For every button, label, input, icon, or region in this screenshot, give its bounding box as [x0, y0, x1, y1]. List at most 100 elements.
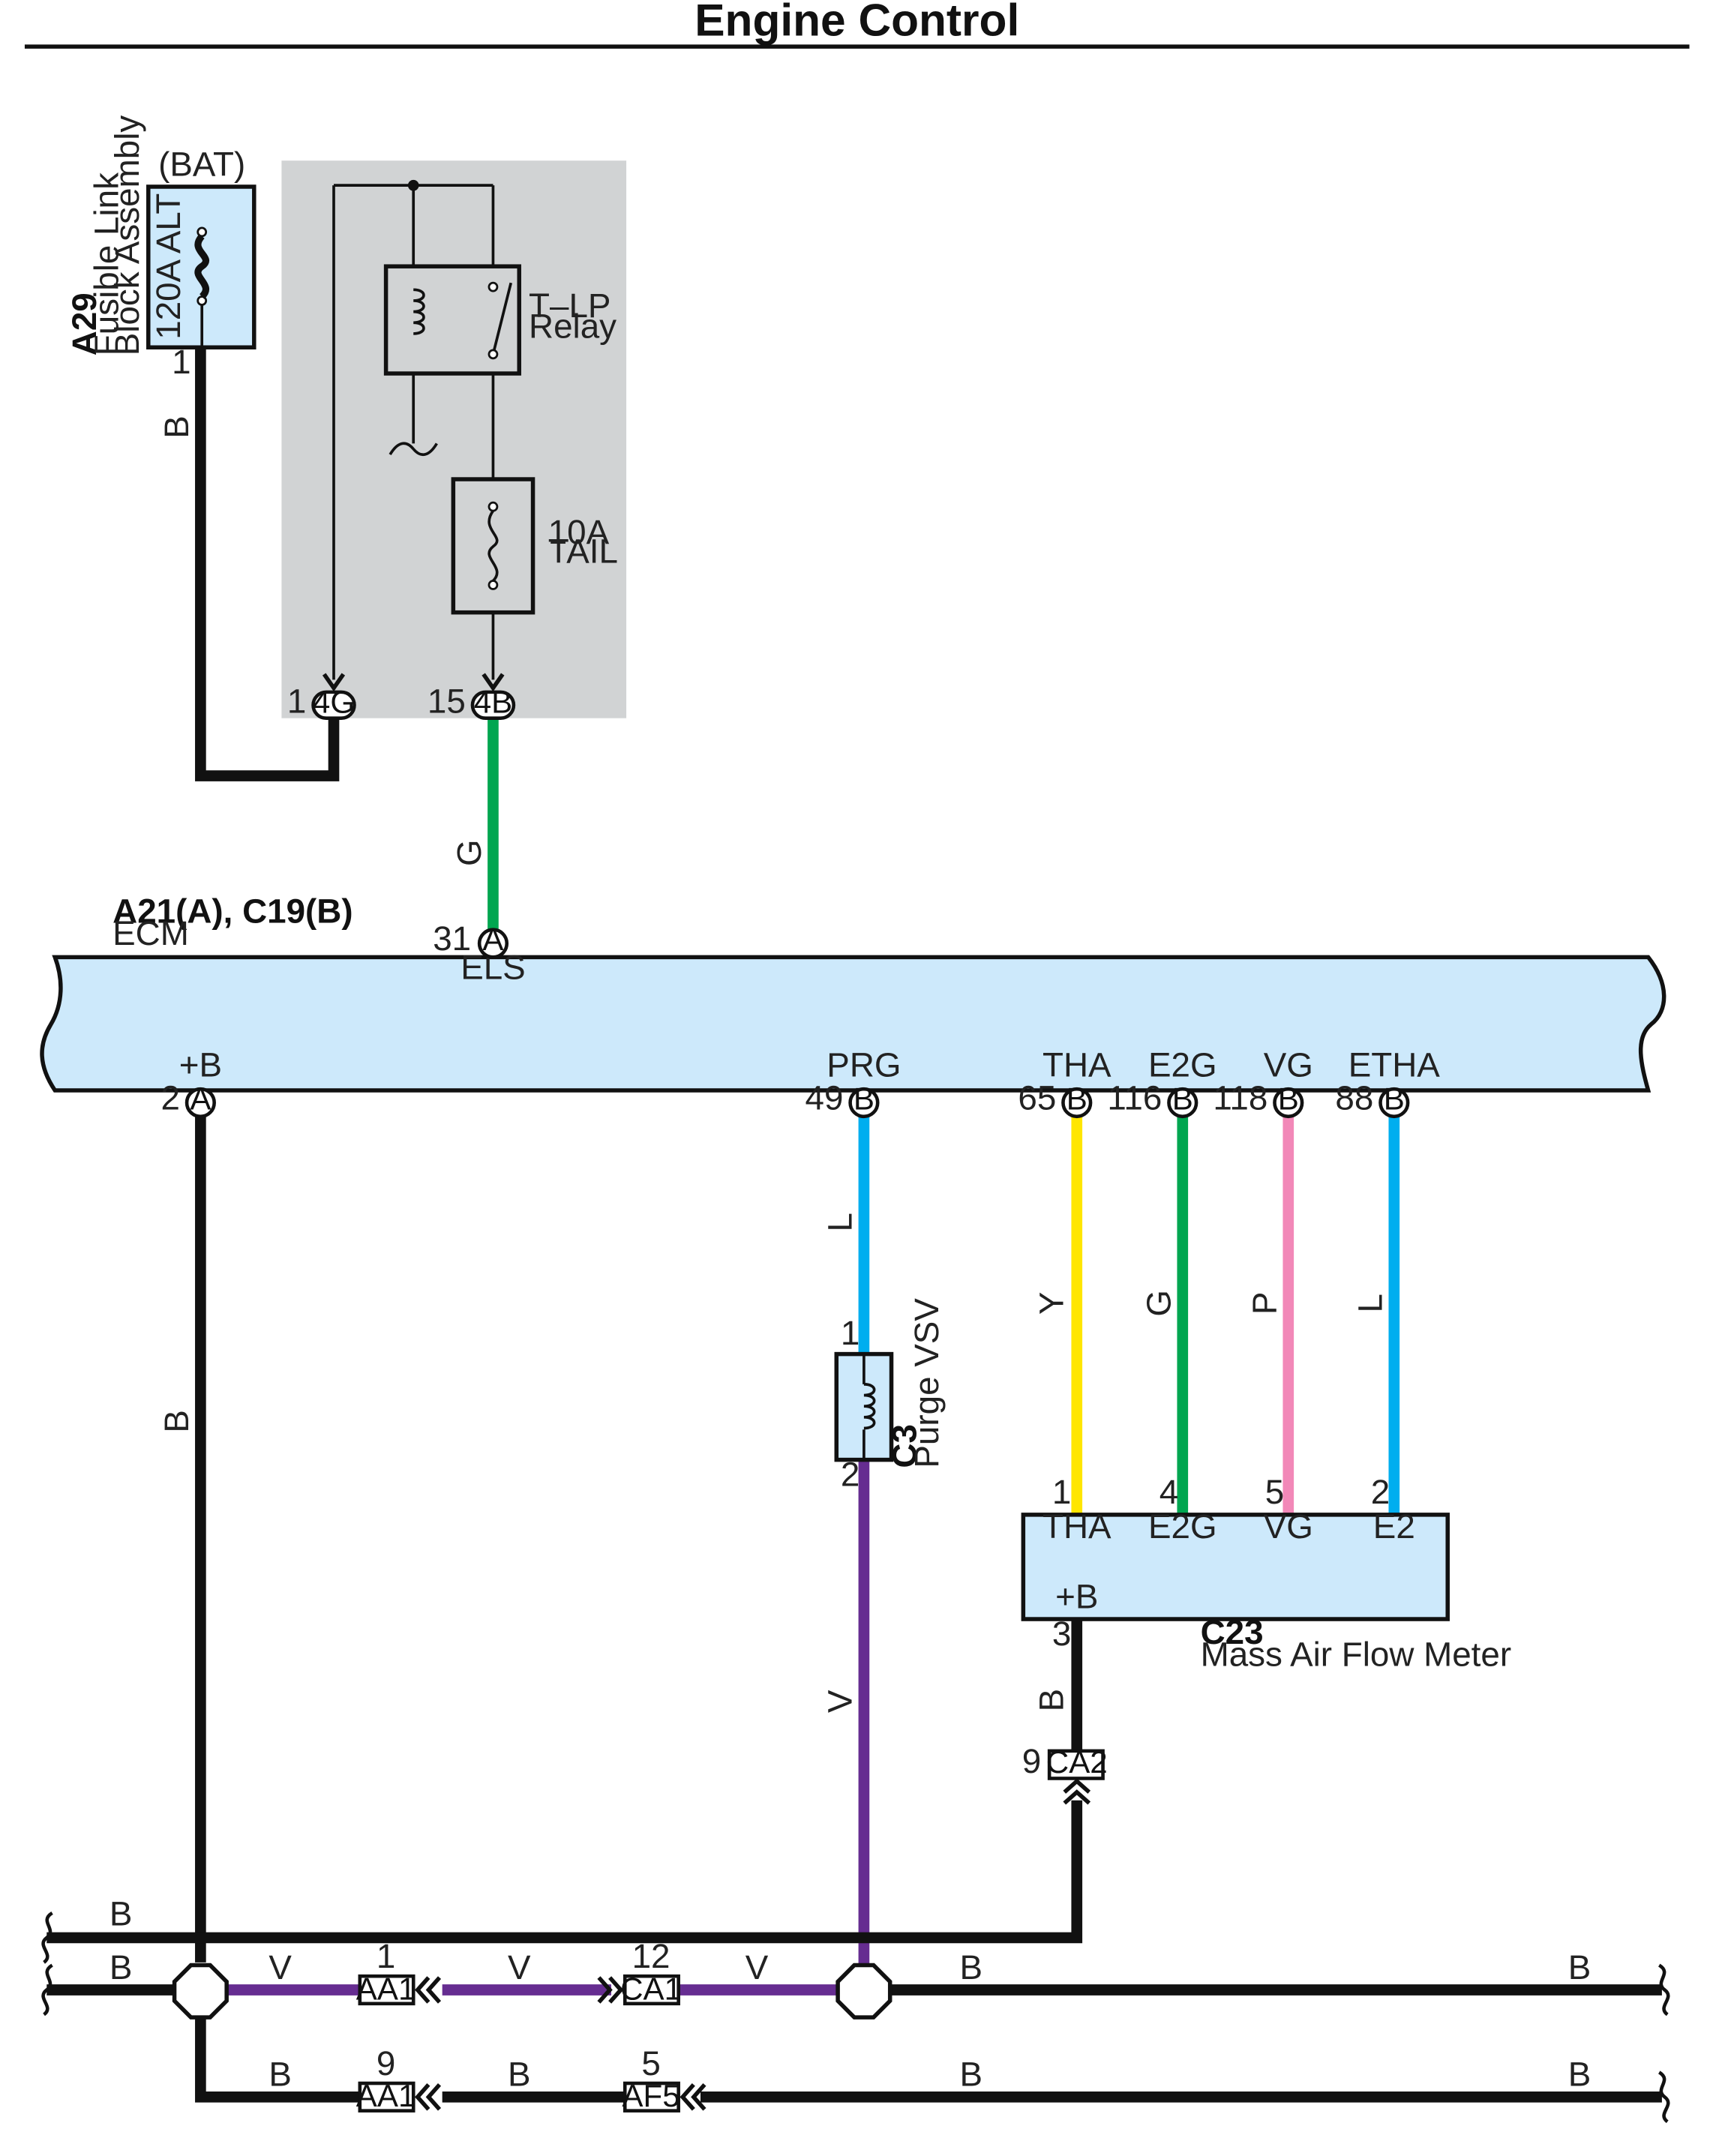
ecm-terminal-e2g: E2G	[1148, 1046, 1217, 1084]
connector-ca1: CA1 12	[597, 1937, 682, 2006]
maf-pin-vg: 5	[1265, 1473, 1284, 1511]
connector-pin: 12	[632, 1937, 670, 1975]
solenoid-coil-icon	[863, 1383, 876, 1430]
purge-vsv	[834, 1351, 894, 1462]
splice-point-left	[172, 1963, 229, 2020]
chevron-right-icon	[597, 1976, 624, 2004]
ecm-pin-number: 116	[1107, 1079, 1162, 1117]
chevron-left-icon	[680, 2083, 706, 2111]
purge-vsv-pin2: 2	[841, 1455, 860, 1493]
wire-label-etha: L	[1351, 1294, 1389, 1312]
fusible-link-name-1: Fusible Link	[87, 172, 125, 355]
break-mark-icon	[1658, 2071, 1670, 2124]
maf-terminal-e2g: E2G	[1148, 1507, 1217, 1546]
relay-coil-icon	[413, 288, 425, 335]
ecm-terminal-etha: ETHA	[1348, 1046, 1441, 1084]
wire-label-tha: Y	[1032, 1292, 1070, 1315]
wire-label-violet-1: V	[268, 1948, 292, 1987]
connector-pin: 9	[376, 2044, 395, 2083]
ecm-pin-number: 31	[433, 919, 471, 958]
svg-text:AF5: AF5	[622, 2078, 680, 2113]
purge-vsv-id: C3	[885, 1424, 923, 1468]
ecm-terminal-prg: PRG	[826, 1046, 901, 1084]
fusible-link-pin: 1	[172, 343, 190, 381]
maf-id: C23	[1201, 1613, 1264, 1651]
svg-text:B: B	[1278, 1081, 1299, 1117]
ecm-pin-prg: B 49	[806, 1079, 880, 1119]
wire-label-prg: L	[820, 1213, 859, 1231]
purge-vsv-pin1: 1	[841, 1314, 860, 1352]
arrow-down-icon	[322, 673, 346, 692]
break-mark-icon	[41, 1911, 53, 1964]
fuse-element-icon	[488, 510, 499, 582]
wire-label-vg: P	[1245, 1292, 1283, 1315]
ecm-pin-tha: B 65	[1018, 1079, 1093, 1119]
wire-break-marks	[41, 1911, 1670, 2124]
ecm-pin-number: 49	[806, 1079, 844, 1117]
maf-pin-e2g: 4	[1160, 1473, 1178, 1511]
wire-label-e2g: G	[1139, 1290, 1178, 1317]
wire-label-violet-3: V	[746, 1948, 769, 1987]
chevron-left-icon	[415, 2083, 442, 2111]
wire-label-els: G	[450, 839, 488, 866]
svg-text:B: B	[1384, 1081, 1405, 1117]
ecm-terminal-vg: VG	[1264, 1046, 1313, 1084]
break-mark-icon	[1658, 1963, 1670, 2017]
ecm-terminal-tha: THA	[1042, 1046, 1112, 1084]
purge-vsv-name: Purge VSV	[908, 1298, 946, 1468]
arrow-down-icon	[482, 673, 505, 692]
thick-wires	[46, 347, 1662, 2103]
wire-label-ground-bottom-4: B	[1568, 2056, 1592, 2094]
wire-label-ground-mid-right-1: B	[959, 1948, 982, 1987]
junction-block-shading	[281, 160, 627, 718]
ecm-pin-els: A 31	[433, 919, 509, 959]
connector-ca2: CA2 9	[1022, 1742, 1108, 1805]
fusible-link-supply: (BAT)	[158, 145, 245, 183]
maf-terminal-tha: THA	[1042, 1507, 1112, 1546]
svg-text:4B: 4B	[474, 684, 513, 719]
junction-pin-number: 15	[428, 682, 466, 720]
break-mark-icon	[41, 1963, 53, 2017]
tail-fuse-rating: 10A	[548, 513, 610, 551]
ground-tilde-icon	[388, 442, 438, 456]
connector-pin: 9	[1022, 1742, 1041, 1780]
wire-bat-to-4g	[195, 347, 340, 781]
tail-fuse	[451, 477, 536, 615]
connector-pin: 5	[641, 2044, 660, 2083]
svg-text:B: B	[1172, 1081, 1193, 1117]
fusible-link-block	[146, 184, 256, 349]
ecm-body	[40, 955, 1666, 1093]
ecm-pin-number: 2	[160, 1079, 179, 1117]
fusible-link-id: A29	[65, 292, 104, 355]
junction-pin-number: 1	[287, 682, 306, 720]
svg-text:B: B	[1066, 1081, 1088, 1117]
ecm-pin-number: 65	[1018, 1079, 1056, 1117]
wire-ground-bottom-left	[195, 2014, 360, 2103]
wire-label-maf-plusb: B	[1032, 1689, 1070, 1712]
ecm-terminal-plusb: +B	[179, 1046, 222, 1084]
wire-label-violet-2: V	[508, 1948, 531, 1987]
wire-label-ground-top: B	[110, 1894, 133, 1933]
maf-body	[1021, 1513, 1450, 1621]
wire-ground-top	[46, 1800, 1083, 1944]
svg-text:CA2: CA2	[1046, 1744, 1108, 1780]
chevron-left-icon	[415, 1976, 442, 2004]
maf-terminal-vg: VG	[1264, 1507, 1313, 1546]
relay-name-line2: Relay	[529, 307, 616, 345]
ecm-pin-etha: B 88	[1335, 1079, 1410, 1119]
ecm-pin-number: 88	[1335, 1079, 1373, 1117]
chevron-up-icon	[1063, 1778, 1091, 1805]
wire-label-bat: B	[158, 415, 196, 439]
svg-text:B: B	[854, 1081, 874, 1117]
maf-terminal-plusb: +B	[1055, 1577, 1098, 1615]
t-lp-relay	[383, 264, 521, 456]
wire-label-ground-mid-right-2: B	[1568, 1948, 1592, 1987]
relay-name-line1: T–LP	[529, 286, 610, 325]
wire-junction-dot	[407, 179, 419, 191]
svg-text:AA1: AA1	[356, 1971, 416, 2006]
ecm-id: A21(A), C19(B)	[112, 892, 352, 931]
wire-label-plusb: B	[158, 1410, 196, 1433]
connector-aa1-bottom: AA1 9	[356, 2044, 442, 2113]
junction-pin-4b: 4B 15	[428, 682, 516, 720]
